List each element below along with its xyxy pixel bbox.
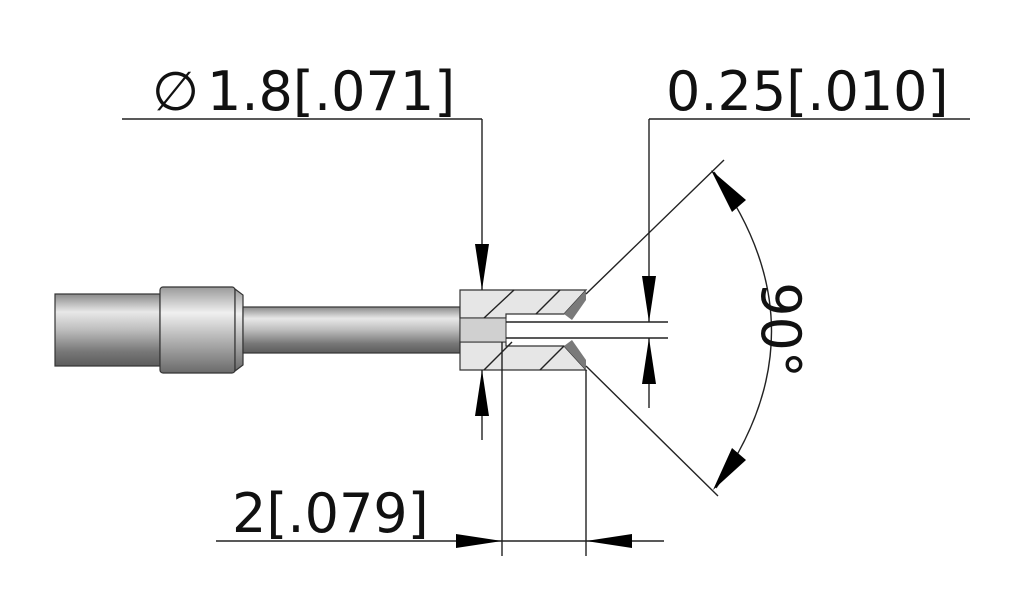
length-dimension: 2[.079] — [216, 342, 664, 556]
hatch-line — [535, 289, 561, 315]
pin-collar-chamfer — [234, 287, 244, 373]
gap-dimension: 0.25[.010] — [642, 60, 970, 408]
pin-collar — [159, 286, 236, 374]
tip-bore — [459, 317, 507, 343]
hatch-line — [539, 345, 565, 371]
length-label: 2[.079] — [232, 482, 429, 545]
angle-dimension: 90° — [585, 159, 812, 497]
angle-arrow-top — [711, 170, 746, 212]
angle-arc — [713, 171, 773, 489]
angle-label: 90° — [749, 282, 812, 378]
diameter-arrow-bottom — [475, 370, 489, 416]
hatch-line — [483, 341, 513, 371]
length-arrow-left — [456, 534, 502, 548]
pin-body — [54, 286, 461, 374]
gap-arrow-top — [642, 276, 656, 322]
diameter-label: 1.8[.071] — [207, 60, 455, 123]
diameter-symbol: ∅ — [152, 60, 199, 123]
hatch-line — [483, 289, 515, 319]
diameter-arrow-top — [475, 244, 489, 290]
gap-label: 0.25[.010] — [666, 60, 949, 123]
angle-ext-upper — [585, 159, 725, 295]
cone-upper — [564, 290, 586, 320]
length-arrow-right — [586, 534, 632, 548]
diameter-dimension: ∅ 1.8[.071] — [122, 60, 489, 440]
angle-arrow-bottom — [713, 448, 746, 490]
gap-arrow-bottom — [642, 338, 656, 384]
pin-shaft — [242, 306, 461, 354]
pin-rear-segment — [54, 293, 161, 367]
pin-tip-section — [459, 289, 668, 371]
angle-ext-lower — [585, 365, 719, 497]
cone-lower — [564, 340, 586, 370]
